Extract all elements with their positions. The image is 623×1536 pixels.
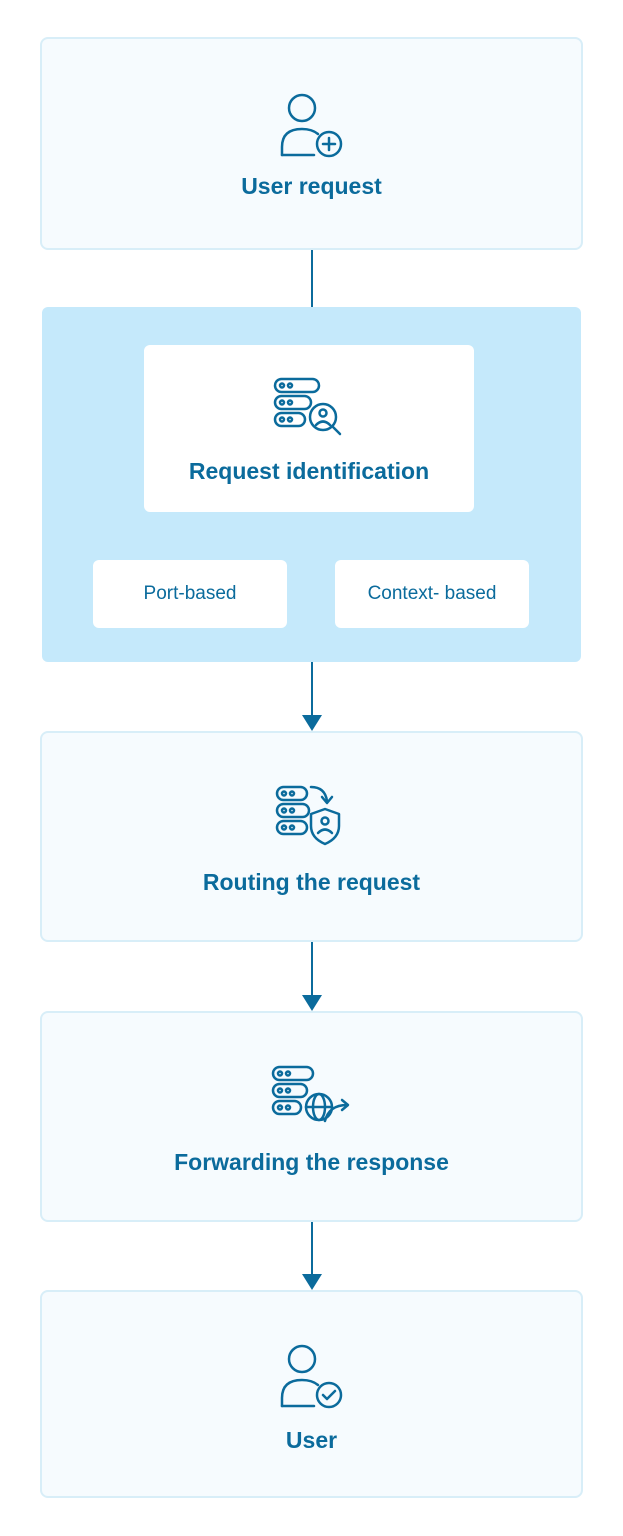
arrowhead-3 bbox=[302, 995, 322, 1011]
branch-port-based: Port-based bbox=[93, 560, 287, 628]
server-search-user-icon bbox=[273, 377, 342, 436]
step-label: Request identification bbox=[188, 458, 430, 484]
server-route-shield-icon bbox=[275, 785, 340, 846]
request-identification-group: Request identification Port-based Contex… bbox=[42, 307, 581, 662]
branch-label: Port-based bbox=[143, 583, 237, 604]
arrowhead-4 bbox=[302, 1274, 322, 1290]
step-label: Forwarding the response bbox=[174, 1149, 449, 1175]
step-user: User bbox=[40, 1290, 583, 1498]
server-globe-forward-icon bbox=[271, 1065, 349, 1123]
step-user-request: User request bbox=[40, 37, 583, 250]
step-forwarding: Forwarding the response bbox=[40, 1011, 583, 1222]
step-routing: Routing the request bbox=[40, 731, 583, 942]
branch-context-based: Context- based bbox=[335, 560, 529, 628]
user-check-icon bbox=[280, 1344, 342, 1409]
step-label: Routing the request bbox=[202, 869, 421, 895]
branch-label: Context- based bbox=[367, 583, 497, 604]
step-request-identification: Request identification bbox=[144, 345, 474, 512]
arrowhead-2 bbox=[302, 715, 322, 731]
user-add-icon bbox=[280, 93, 342, 158]
step-label: User request bbox=[241, 173, 382, 199]
step-label: User bbox=[285, 1427, 338, 1453]
